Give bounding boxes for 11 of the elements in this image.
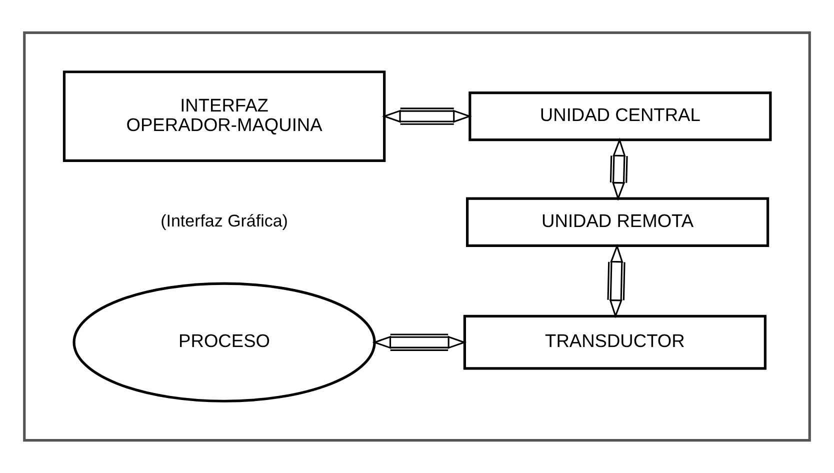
node-box: UNIDAD CENTRAL [468,91,772,142]
node-box: TRANSDUCTOR [463,314,766,370]
cluster [23,31,811,442]
node-ellipse: PROCESO [72,282,376,402]
node-box: INTERFAZ OPERADOR-MAQUINA [62,70,386,162]
arrow [372,334,467,351]
node-box: UNIDAD REMOTA [466,197,770,247]
arrow [382,108,472,125]
arrow [610,138,628,201]
node-label: (Interfaz Gráfica) [160,212,288,231]
arrow [607,244,626,318]
